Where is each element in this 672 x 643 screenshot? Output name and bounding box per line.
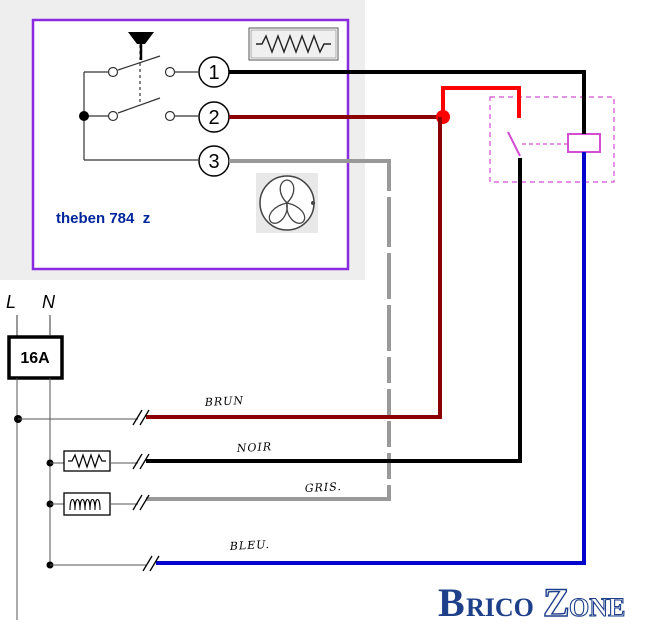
- relay-box: [489, 96, 615, 183]
- switch-mechanism: [83, 45, 198, 161]
- heating-element-icon: [248, 27, 339, 61]
- terminal-1: 1: [198, 56, 230, 88]
- svg-text:RICO: RICO: [466, 593, 534, 622]
- wire-black-terminal1: [229, 70, 586, 134]
- wire-red-relay: [441, 86, 521, 118]
- wire-brown-brun: [146, 117, 442, 419]
- fuse-box: [7, 335, 64, 380]
- bricozone-logo: B RICO Z ONE: [438, 579, 626, 625]
- svg-text:Z: Z: [543, 580, 570, 625]
- phase-label: L: [6, 292, 16, 312]
- wire-label-noir: NOIR: [235, 440, 272, 455]
- relay-contact: [507, 131, 521, 157]
- common-junction-dot: [79, 111, 89, 121]
- wire-label-brun: BRUN: [203, 394, 244, 409]
- wire-label-bleu: BLEU.: [228, 538, 270, 553]
- heater-coil-gris: [63, 492, 111, 516]
- heater-resistor-noir: [63, 450, 111, 472]
- terminal-1-label: 1: [208, 62, 219, 84]
- fan-icon: [256, 173, 318, 233]
- cable-break-marks: [132, 409, 160, 572]
- terminal-2-label: 2: [208, 107, 219, 129]
- wire-label-gris: GRIS.: [304, 480, 342, 495]
- device-model-label: theben 784 z: [56, 210, 150, 227]
- terminal-2: 2: [198, 101, 230, 133]
- terminal-3-label: 3: [208, 151, 219, 173]
- neutral-label: N: [42, 292, 56, 312]
- wire-blue-bleu: [156, 152, 586, 565]
- thermostat-actuator-icon: [128, 32, 154, 44]
- wire-grey-terminal3: [146, 159, 391, 501]
- svg-text:ONE: ONE: [569, 593, 625, 622]
- fuse-label: 16A: [20, 350, 50, 367]
- wire-black-noir: [146, 158, 522, 463]
- relay-coil: [567, 133, 601, 153]
- svg-text:B: B: [438, 580, 465, 625]
- terminal-3: 3: [198, 145, 230, 177]
